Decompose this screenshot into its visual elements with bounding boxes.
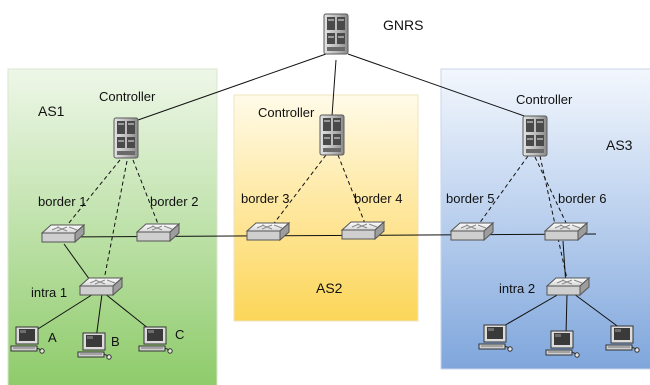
- link-gnrs-controller-as3: [347, 53, 531, 119]
- as3-label: AS3: [606, 137, 633, 153]
- border2-switch-icon: [136, 223, 180, 242]
- host-c-label: C: [175, 327, 184, 342]
- border4-label: border 4: [354, 191, 402, 206]
- border3-label: border 3: [241, 191, 289, 206]
- intra2-switch-icon: [546, 277, 590, 296]
- border4-switch-icon: [341, 221, 385, 240]
- border5-label: border 5: [446, 191, 494, 206]
- control-links: [63, 154, 569, 281]
- link-gnrs-controller-as2: [331, 59, 337, 117]
- border6-label: border 6: [558, 191, 606, 206]
- controller-as2-label: Controller: [258, 105, 315, 120]
- intra2-label: intra 2: [499, 281, 535, 296]
- as1-label: AS1: [38, 103, 65, 119]
- controller-as1-server-icon: [113, 117, 139, 159]
- as3-region: [440, 68, 650, 370]
- border6-switch-icon: [544, 222, 588, 241]
- host-a-label: A: [48, 330, 57, 345]
- gnrs-label: GNRS: [383, 17, 423, 33]
- controller-as1-label: Controller: [99, 89, 156, 104]
- link-gnrs-controller-as1: [137, 53, 327, 121]
- gnrs-server-icon: [323, 13, 349, 55]
- border1-label: border 1: [38, 194, 86, 209]
- controller-as2-server-icon: [319, 114, 345, 156]
- border2-label: border 2: [150, 194, 198, 209]
- as2-label: AS2: [316, 280, 343, 296]
- border1-switch-icon: [41, 224, 85, 243]
- gnrs-links: [137, 53, 531, 121]
- intra1-switch-icon: [79, 277, 123, 296]
- controller-as3-server-icon: [522, 115, 548, 157]
- border3-switch-icon: [246, 222, 290, 241]
- intra1-label: intra 1: [31, 285, 67, 300]
- border5-switch-icon: [450, 222, 494, 241]
- as1-region: [7, 68, 218, 385]
- controller-as3-label: Controller: [516, 92, 573, 107]
- host-b-label: B: [111, 334, 120, 349]
